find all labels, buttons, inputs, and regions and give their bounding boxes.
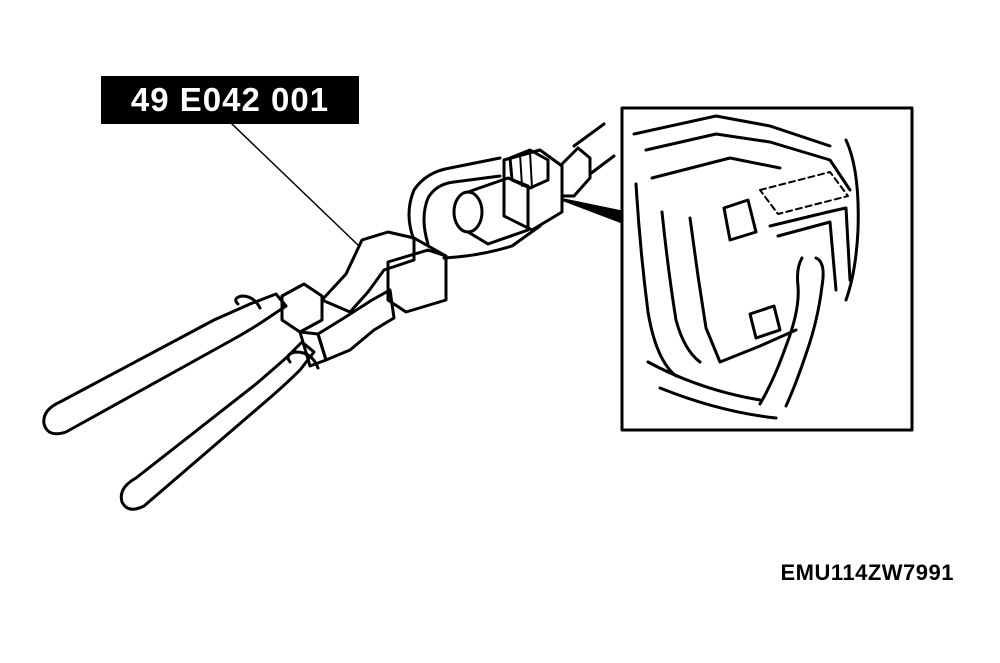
connector-body — [466, 176, 530, 246]
pliers-wire-loop-lower — [442, 224, 542, 260]
detail-lower-housing — [646, 360, 762, 402]
pliers-tool-icon — [42, 230, 448, 511]
detail-housing-top — [632, 114, 832, 148]
detail-latch-dashed — [759, 171, 849, 215]
connector-rib — [519, 153, 523, 187]
detail-pointer — [562, 198, 624, 224]
connector-housing — [502, 148, 564, 232]
pliers-wire-loop — [407, 156, 502, 242]
tool-number-label: 49 E042 001 — [101, 76, 359, 124]
detail-housing-curve-inner — [660, 210, 702, 364]
detail-tab — [748, 304, 782, 340]
detail-housing-face — [650, 156, 782, 180]
pliers-lower-handle — [119, 340, 316, 511]
detail-housing-top-inner — [644, 132, 852, 192]
detail-wire — [758, 256, 804, 406]
detail-wire-edge — [784, 256, 825, 408]
figure-code: EMU114ZW7991 — [780, 560, 954, 585]
leader-line — [231, 123, 359, 246]
pliers-wire-loop-inner — [422, 174, 502, 246]
detail-latch-inner — [776, 220, 838, 292]
pliers-upper-handle — [42, 292, 288, 436]
pliers-jaw-upper — [320, 230, 416, 314]
pliers-jaw-nose — [298, 330, 328, 368]
pliers-jaw-tip — [386, 248, 448, 314]
detail-housing-side — [688, 216, 798, 364]
detail-housing-curve — [634, 182, 678, 378]
pliers-jaw-lower — [316, 288, 396, 362]
detail-housing-right — [844, 138, 860, 302]
pliers-lower-handle-ridge — [286, 350, 320, 370]
detail-frame — [620, 106, 914, 432]
detail-lower-base — [658, 386, 778, 420]
connector-cable-top — [572, 122, 606, 148]
connector-rib — [529, 151, 533, 189]
connector-collar — [560, 146, 592, 198]
pliers-pivot — [280, 282, 324, 334]
detail-slot — [722, 198, 758, 242]
connector-icon — [452, 122, 616, 246]
connector-cable-bottom — [588, 154, 616, 176]
pliers-upper-handle-ridge — [234, 294, 262, 310]
pliers-jaw-edge — [412, 236, 448, 258]
detail-latch — [768, 206, 852, 282]
magnified-detail-icon — [620, 106, 914, 432]
connector-latch — [508, 148, 550, 190]
connector-end — [452, 190, 484, 234]
